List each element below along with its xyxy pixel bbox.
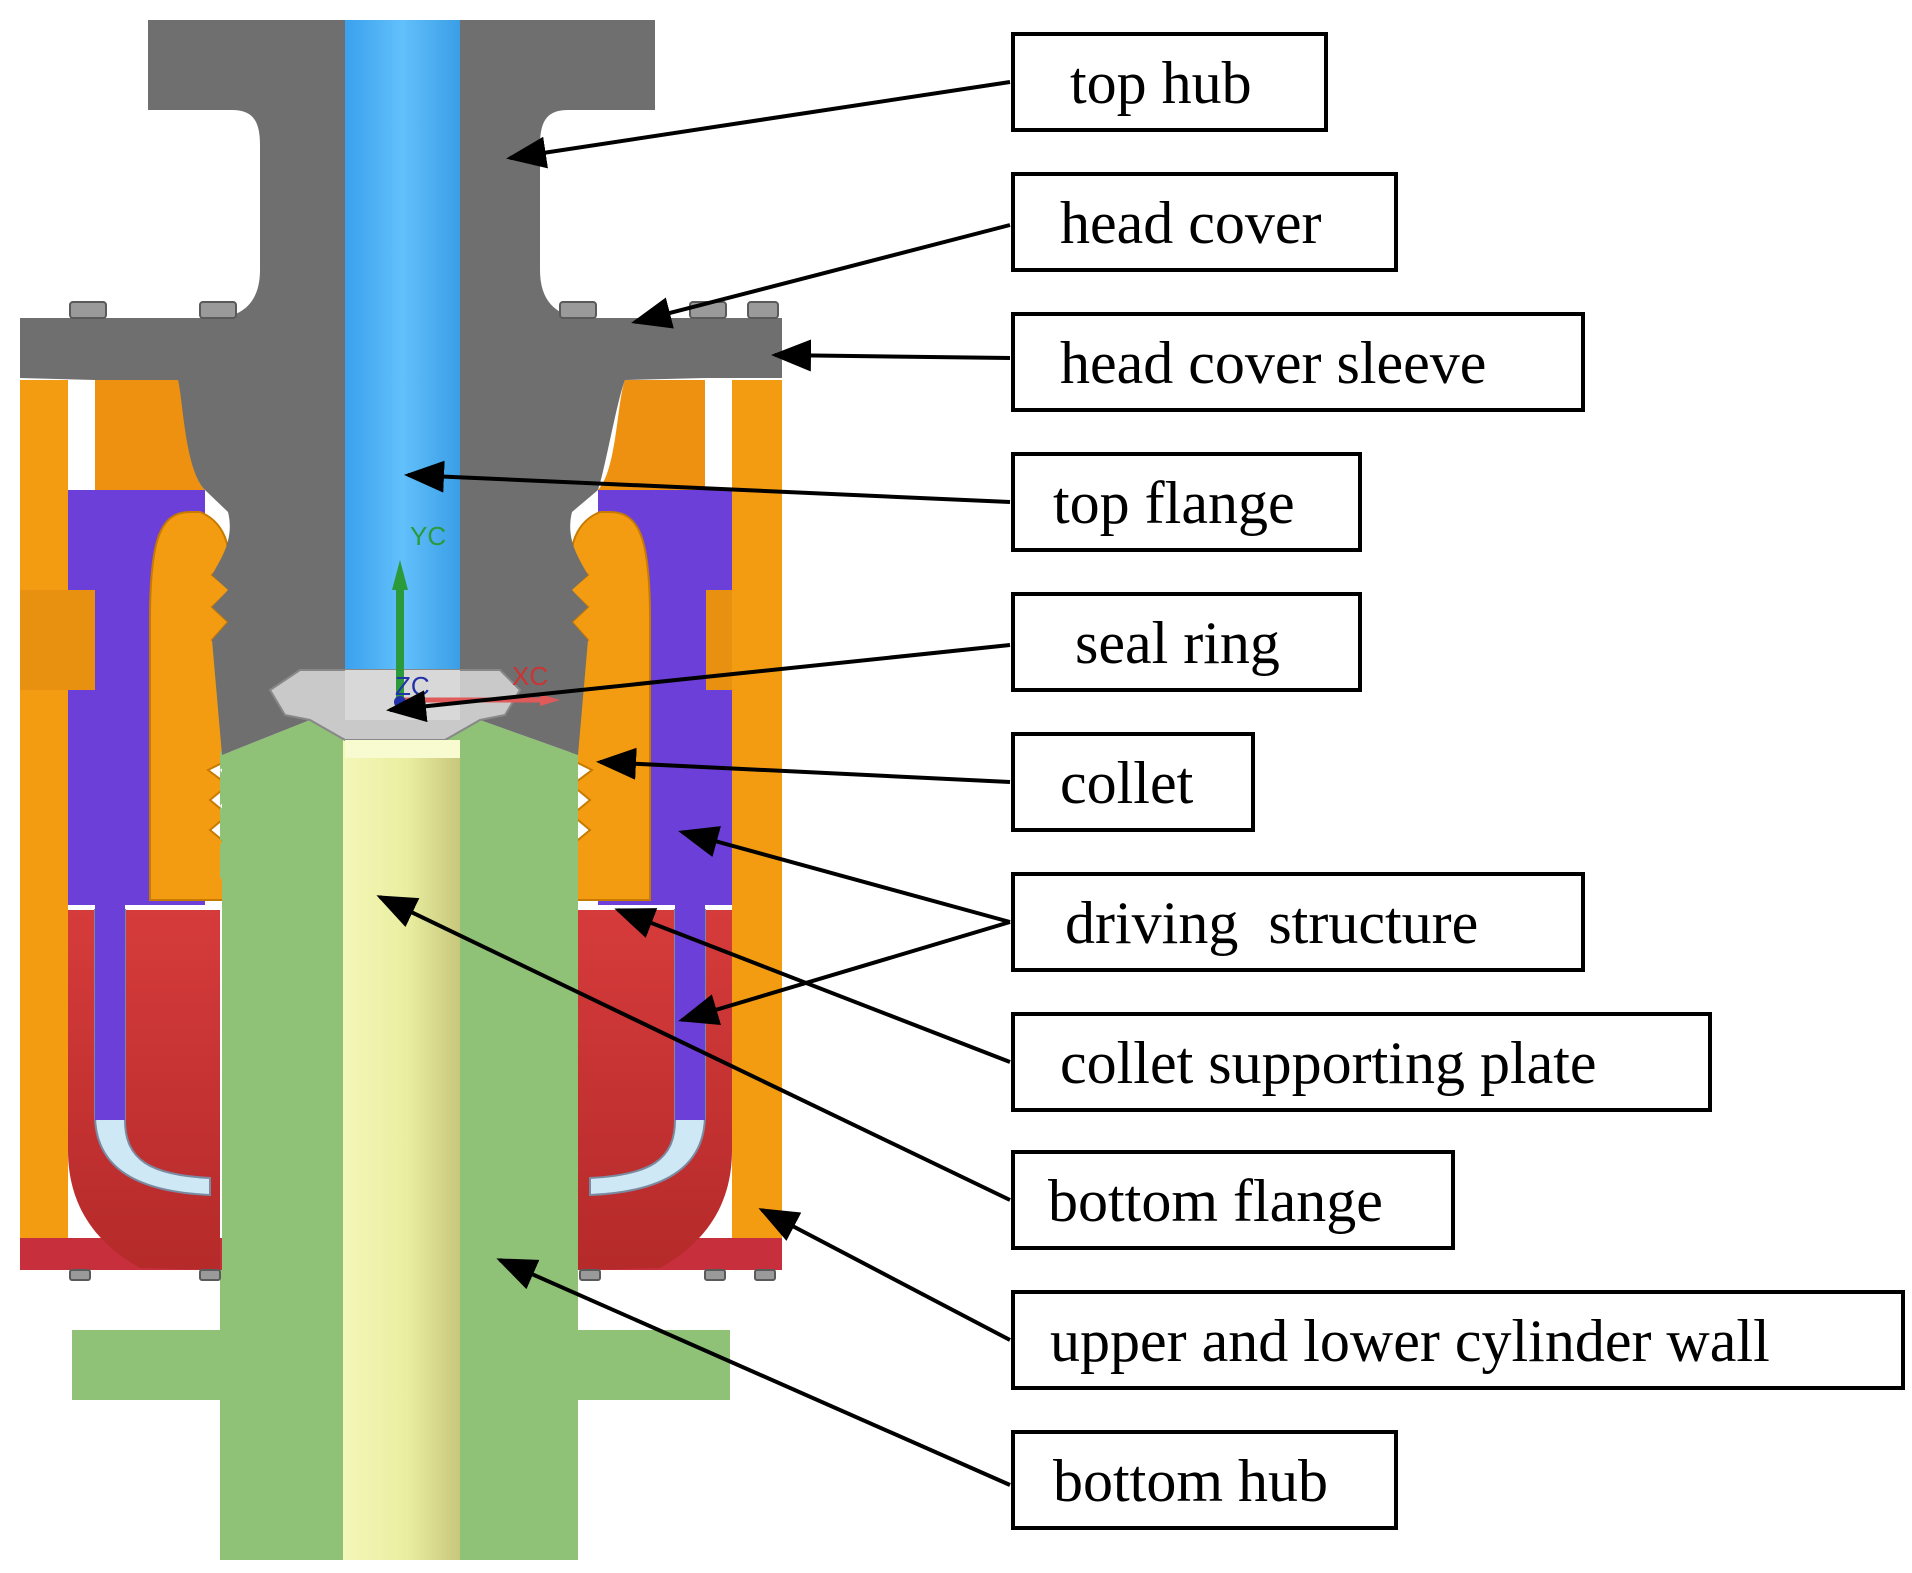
callout-bottom-flange: bottom flange	[1011, 1150, 1455, 1250]
lower-cylinder-wall-right	[732, 380, 782, 1240]
arrow-bottom-hub	[496, 1258, 1011, 1487]
label-seal-ring: seal ring	[1075, 610, 1280, 676]
callout-top-hub: top hub	[1011, 32, 1328, 132]
upper-cylinder-wall-right	[598, 380, 705, 490]
label-collet-supporting-plate: collet supporting plate	[1060, 1030, 1597, 1096]
y-axis-label: YC	[410, 521, 446, 551]
head-cover-bolts	[69, 301, 779, 319]
label-cylinder-wall: upper and lower cylinder wall	[1050, 1308, 1770, 1374]
arrow-top-hub	[506, 80, 1011, 169]
arrow-seal-ring	[386, 643, 1011, 723]
callout-driving-structure: driving structure	[1011, 872, 1585, 972]
collet-left	[149, 511, 232, 901]
seal-ring-lower	[345, 740, 460, 758]
arrow-head-cover	[631, 223, 1011, 329]
collet-supporting-plate-right	[578, 910, 732, 1270]
label-bottom-flange: bottom flange	[1048, 1168, 1383, 1234]
callout-collet-supporting-plate: collet supporting plate	[1011, 1012, 1712, 1112]
arrow-cylinder-wall	[758, 1208, 1011, 1342]
callout-bottom-hub: bottom hub	[1011, 1430, 1398, 1530]
x-axis-label: XC	[512, 661, 548, 691]
top-flange-shape	[345, 20, 460, 675]
label-head-cover-sleeve: head cover sleeve	[1060, 330, 1486, 396]
callout-top-flange: top flange	[1011, 452, 1362, 552]
arrow-bottom-flange	[376, 895, 1011, 1202]
label-top-hub: top hub	[1070, 50, 1252, 116]
label-driving-structure: driving structure	[1065, 890, 1478, 956]
leader-arrows	[376, 80, 1011, 1487]
callout-head-cover: head cover	[1011, 172, 1398, 272]
arrow-collet	[596, 747, 1011, 784]
collet-supporting-plate-left	[68, 910, 220, 1270]
lower-cylinder-wall-left	[20, 380, 68, 1240]
label-top-flange: top flange	[1053, 470, 1295, 536]
callout-cylinder-wall: upper and lower cylinder wall	[1011, 1290, 1905, 1390]
bottom-flange-teeth-right	[564, 770, 578, 890]
collet-right	[568, 511, 651, 901]
label-head-cover: head cover	[1060, 190, 1322, 256]
x-axis-arrowhead	[540, 694, 560, 706]
arrow-top-flange	[404, 460, 1011, 504]
y-axis-arrowhead	[392, 560, 408, 590]
label-bottom-hub: bottom hub	[1053, 1448, 1328, 1514]
callout-head-cover-sleeve: head cover sleeve	[1011, 312, 1585, 412]
callout-collet: collet	[1011, 732, 1255, 832]
connector-cross-section: YC XC ZC	[20, 20, 782, 1560]
arrow-driving-structure-a	[678, 826, 1011, 924]
label-collet: collet	[1060, 750, 1194, 816]
bottom-bolts	[69, 1269, 776, 1281]
callout-seal-ring: seal ring	[1011, 592, 1362, 692]
central-core	[343, 740, 460, 1560]
arrow-collet-supporting-plate	[614, 908, 1011, 1064]
z-axis-label: ZC	[395, 671, 430, 701]
upper-cylinder-wall-left	[95, 380, 205, 490]
outer-wall-notch-left	[20, 590, 95, 690]
arrow-driving-structure-b	[678, 920, 1011, 1026]
arrow-head-cover-sleeve	[771, 339, 1011, 372]
bottom-flange-teeth-left	[222, 770, 236, 890]
